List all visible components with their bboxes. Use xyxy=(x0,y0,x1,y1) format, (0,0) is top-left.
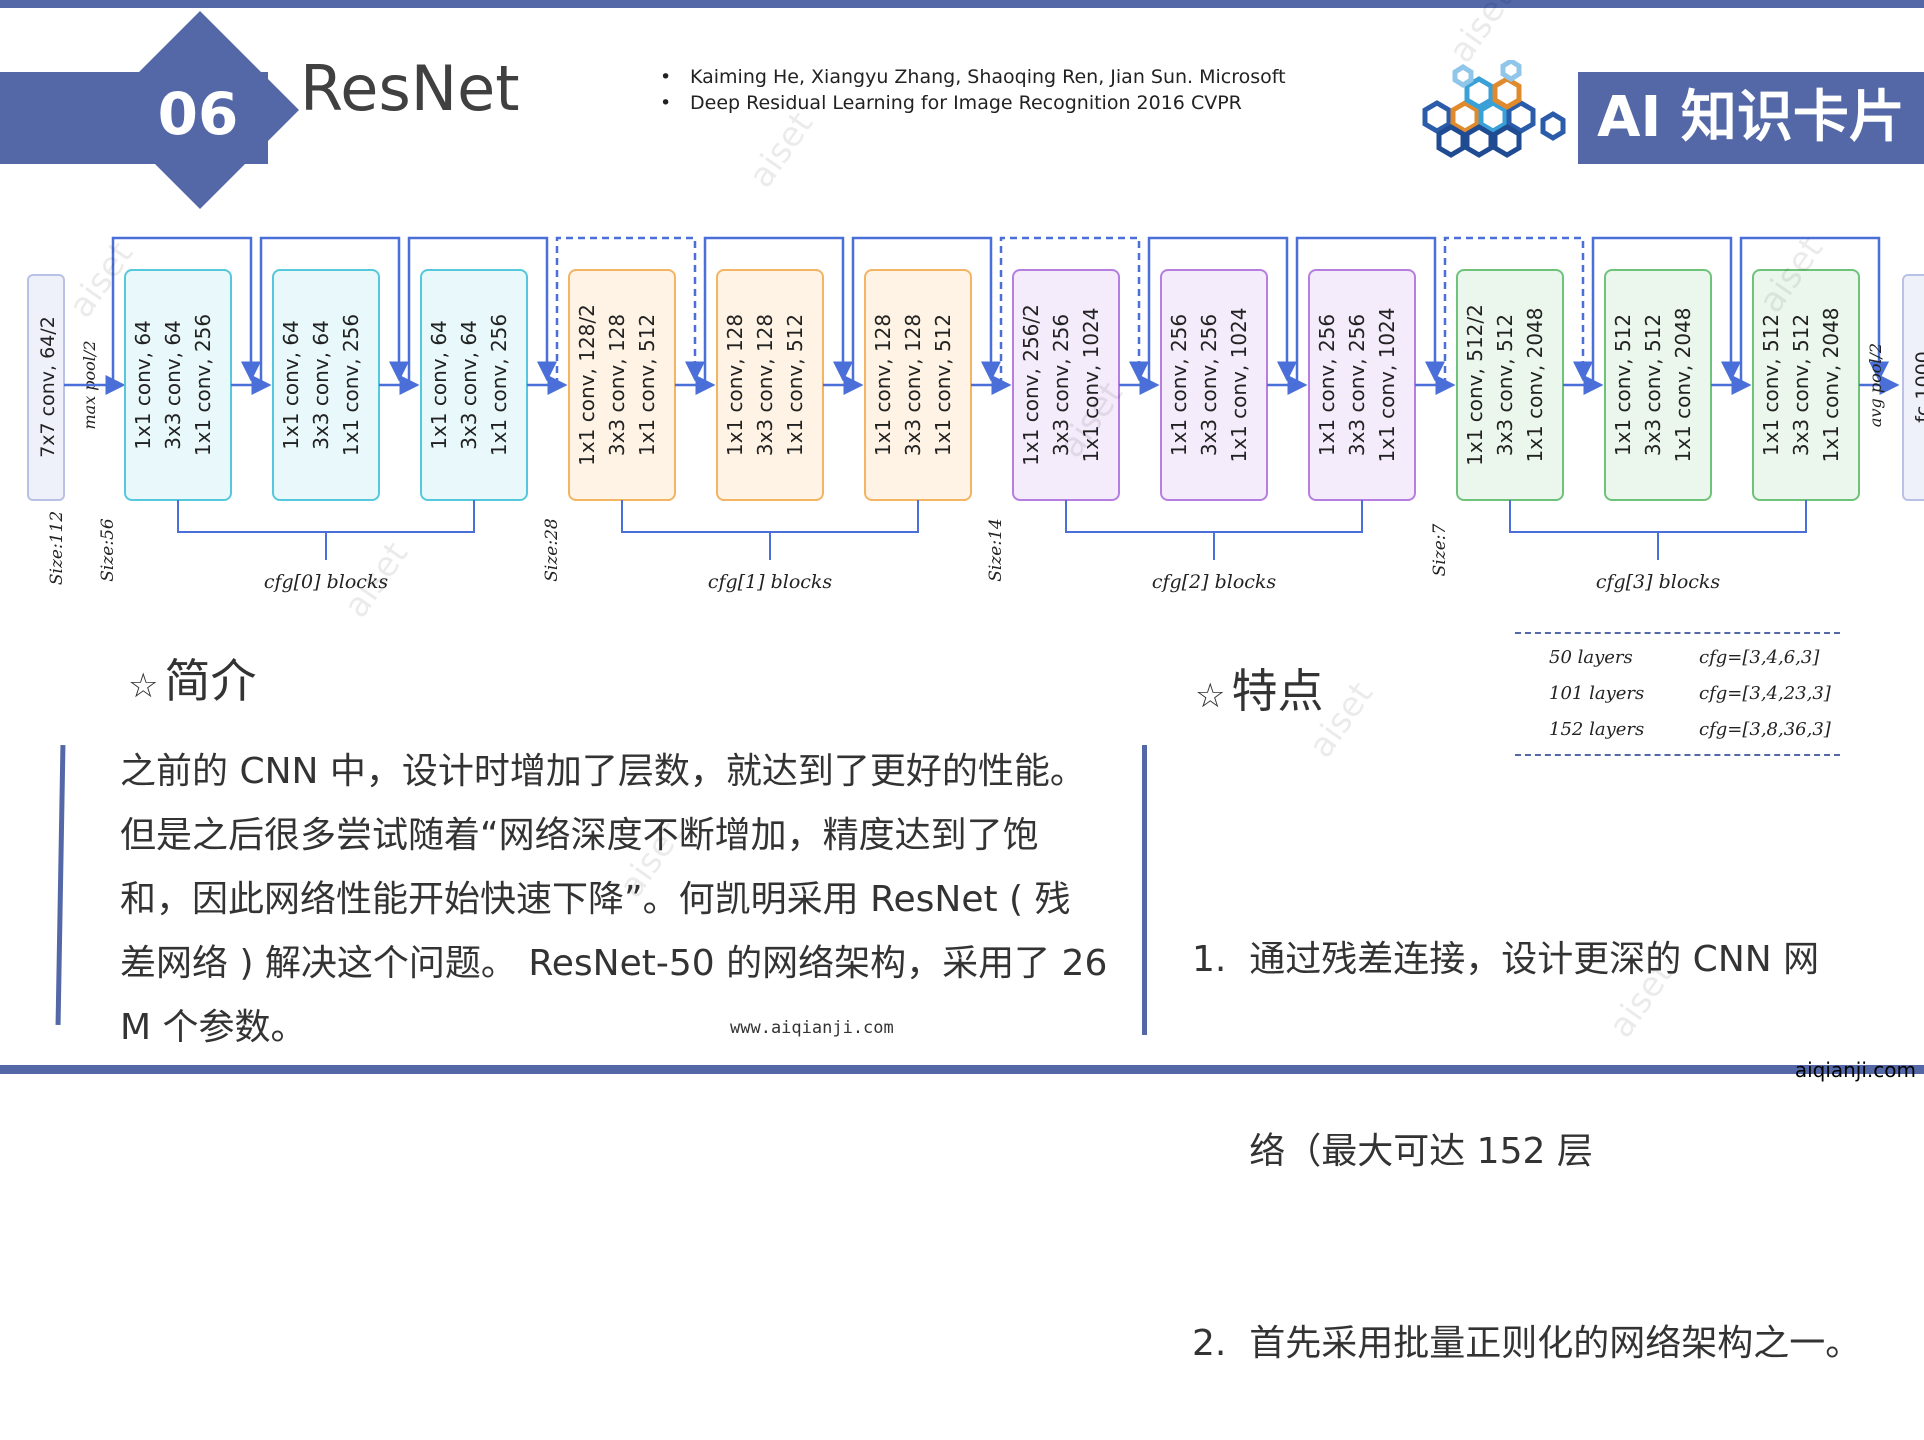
block-label: 1x1 conv, 1024 xyxy=(1227,308,1251,463)
features-list: 1. 通过残差连接，设计更深的 CNN 网 络（最大可达 152 层 2. 首先… xyxy=(1192,800,1861,1440)
group-label: cfg[1] blocks xyxy=(708,571,833,593)
block-label: 3x3 conv, 128 xyxy=(901,314,925,456)
pool-label: avg pool/2 xyxy=(1866,343,1885,427)
skip-connection xyxy=(1739,236,1889,385)
block-label: 3x3 conv, 256 xyxy=(1049,314,1073,456)
block-label: fc 1000 xyxy=(1912,351,1924,423)
skip-connection xyxy=(851,236,1001,385)
watermark: aiset xyxy=(741,104,822,196)
features-heading: ☆特点 xyxy=(1195,664,1324,718)
block-label: 1x1 conv, 512 xyxy=(1611,314,1635,456)
skip-connection xyxy=(1295,236,1445,385)
feature-item: 2. 首先采用批量正则化的网络架构之一。 xyxy=(1192,1323,1862,1364)
skip-connection xyxy=(555,236,705,385)
intro-divider xyxy=(55,744,66,1026)
block-label: 1x1 conv, 512 xyxy=(1759,314,1783,456)
intro-line: 但是之后很多尝试随着“网络深度不断增加，精度达到了饱 xyxy=(120,815,1039,856)
intro-line: 和，因此网络性能开始快速下降”。何凯明采用 ResNet ( 残 xyxy=(120,879,1071,920)
fc-block xyxy=(1902,274,1924,501)
block-label: 3x3 conv, 256 xyxy=(1197,314,1221,456)
block-label: 1x1 conv, 512 xyxy=(783,314,807,456)
block-label: 3x3 conv, 512 xyxy=(1493,314,1517,456)
brand-badge: AI 知识卡片 xyxy=(1578,72,1924,164)
size-label: Size:28 xyxy=(542,518,562,582)
group-bracket xyxy=(1509,500,1807,533)
size-label: Size:7 xyxy=(1430,524,1450,577)
block-label: 1x1 conv, 512/2 xyxy=(1463,304,1487,466)
skip-connection xyxy=(1147,236,1297,385)
skip-connection xyxy=(259,236,409,385)
reference-list: Kaiming He, Xiangyu Zhang, Shaoqing Ren,… xyxy=(660,64,1286,116)
block-label: 1x1 conv, 64 xyxy=(279,320,303,450)
block-label: 1x1 conv, 256 xyxy=(1167,314,1191,456)
group-label: cfg[2] blocks xyxy=(1152,571,1277,593)
skip-connection xyxy=(703,236,853,385)
skip-connection xyxy=(1591,236,1741,385)
reference-item: Deep Residual Learning for Image Recogni… xyxy=(660,90,1286,116)
skip-connection xyxy=(407,236,557,385)
block-label: 1x1 conv, 256/2 xyxy=(1019,304,1043,466)
feature-item: 1. 通过残差连接，设计更深的 CNN 网 xyxy=(1192,939,1820,980)
skip-connection xyxy=(1443,236,1593,385)
size-label: Size:14 xyxy=(986,518,1006,581)
block-label: 1x1 conv, 256 xyxy=(191,314,215,456)
block-label: 3x3 conv, 128 xyxy=(753,314,777,456)
block-label: 1x1 conv, 2048 xyxy=(1523,308,1547,463)
website-url: www.aiqianji.com xyxy=(730,1018,894,1038)
star-icon: ☆ xyxy=(1195,676,1226,716)
block-label: 3x3 conv, 512 xyxy=(1641,314,1665,456)
block-label: 3x3 conv, 64 xyxy=(161,320,185,450)
block-label: 1x1 conv, 256 xyxy=(1315,314,1339,456)
block-label: 1x1 conv, 256 xyxy=(487,314,511,456)
block-label: 1x1 conv, 2048 xyxy=(1819,308,1843,463)
block-label: 3x3 conv, 64 xyxy=(309,320,333,450)
hexagon-logo-icon xyxy=(1422,60,1566,158)
group-label: cfg[0] blocks xyxy=(264,571,389,593)
intro-heading: ☆简介 xyxy=(128,654,257,708)
block-label: 1x1 conv, 128 xyxy=(871,314,895,456)
block-label: 3x3 conv, 128 xyxy=(605,314,629,456)
group-label: cfg[3] blocks xyxy=(1596,571,1721,593)
block-label: 1x1 conv, 256 xyxy=(339,314,363,456)
feature-item: 络（最大可达 152 层 xyxy=(1192,1131,1593,1172)
group-bracket xyxy=(621,500,919,533)
group-bracket xyxy=(1065,500,1363,533)
group-bracket xyxy=(177,500,475,533)
intro-line: 之前的 CNN 中，设计时增加了层数，就达到了更好的性能。 xyxy=(120,751,1086,792)
page-title: ResNet xyxy=(300,52,520,125)
block-label: 7x7 conv, 64/2 xyxy=(37,316,59,458)
block-label: 3x3 conv, 256 xyxy=(1345,314,1369,456)
skip-connection xyxy=(999,236,1149,385)
bottom-bar xyxy=(0,1065,1924,1074)
block-label: 1x1 conv, 512 xyxy=(635,314,659,456)
block-label: 1x1 conv, 128/2 xyxy=(575,304,599,466)
size-label: Size:56 xyxy=(98,518,118,582)
section-number: 06 xyxy=(157,80,239,148)
block-label: 3x3 conv, 512 xyxy=(1789,314,1813,456)
footer-site: aiqianji.com xyxy=(1794,1058,1916,1082)
reference-item: Kaiming He, Xiangyu Zhang, Shaoqing Ren,… xyxy=(660,64,1286,90)
intro-text: 之前的 CNN 中，设计时增加了层数，就达到了更好的性能。 但是之后很多尝试随着… xyxy=(120,740,1107,1060)
block-label: 1x1 conv, 512 xyxy=(931,314,955,456)
block-label: 1x1 conv, 1024 xyxy=(1079,308,1103,463)
size-label: Size:112 xyxy=(47,511,67,585)
skip-connection xyxy=(111,236,261,385)
block-label: 1x1 conv, 1024 xyxy=(1375,308,1399,463)
intro-line: M 个参数。 xyxy=(120,1007,307,1048)
top-bar xyxy=(0,0,1924,8)
block-label: 1x1 conv, 128 xyxy=(723,314,747,456)
block-label: 1x1 conv, 64 xyxy=(131,320,155,450)
star-icon: ☆ xyxy=(128,666,159,706)
input-conv-block xyxy=(27,274,65,501)
features-divider xyxy=(1142,745,1147,1035)
block-label: 3x3 conv, 64 xyxy=(457,320,481,450)
block-label: 1x1 conv, 64 xyxy=(427,320,451,450)
block-label: 1x1 conv, 2048 xyxy=(1671,308,1695,463)
intro-line: 差网络 ) 解决这个问题。 ResNet-50 的网络架构，采用了 26 xyxy=(120,943,1108,984)
